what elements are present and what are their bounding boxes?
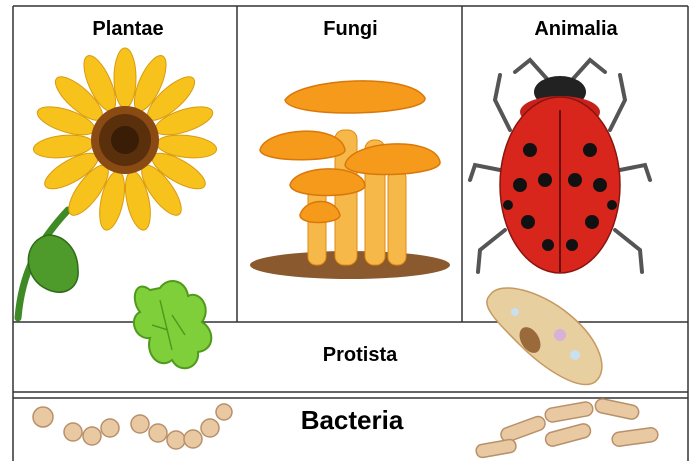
- animalia-label: Animalia: [464, 18, 688, 41]
- sunflower-icon: [18, 48, 218, 318]
- ladybug-icon: [470, 60, 650, 273]
- sea-lettuce-icon: [134, 281, 211, 368]
- mushroom-cluster-icon: [250, 81, 450, 279]
- fungi-label: Fungi: [239, 18, 462, 41]
- plantae-label: Plantae: [20, 18, 236, 41]
- protista-label: Protista: [230, 344, 490, 367]
- coccus-bacteria-icon: [33, 404, 232, 449]
- bacteria-label: Bacteria: [228, 405, 476, 436]
- bacillus-bacteria-icon: [475, 398, 658, 459]
- paramecium-icon: [487, 288, 602, 385]
